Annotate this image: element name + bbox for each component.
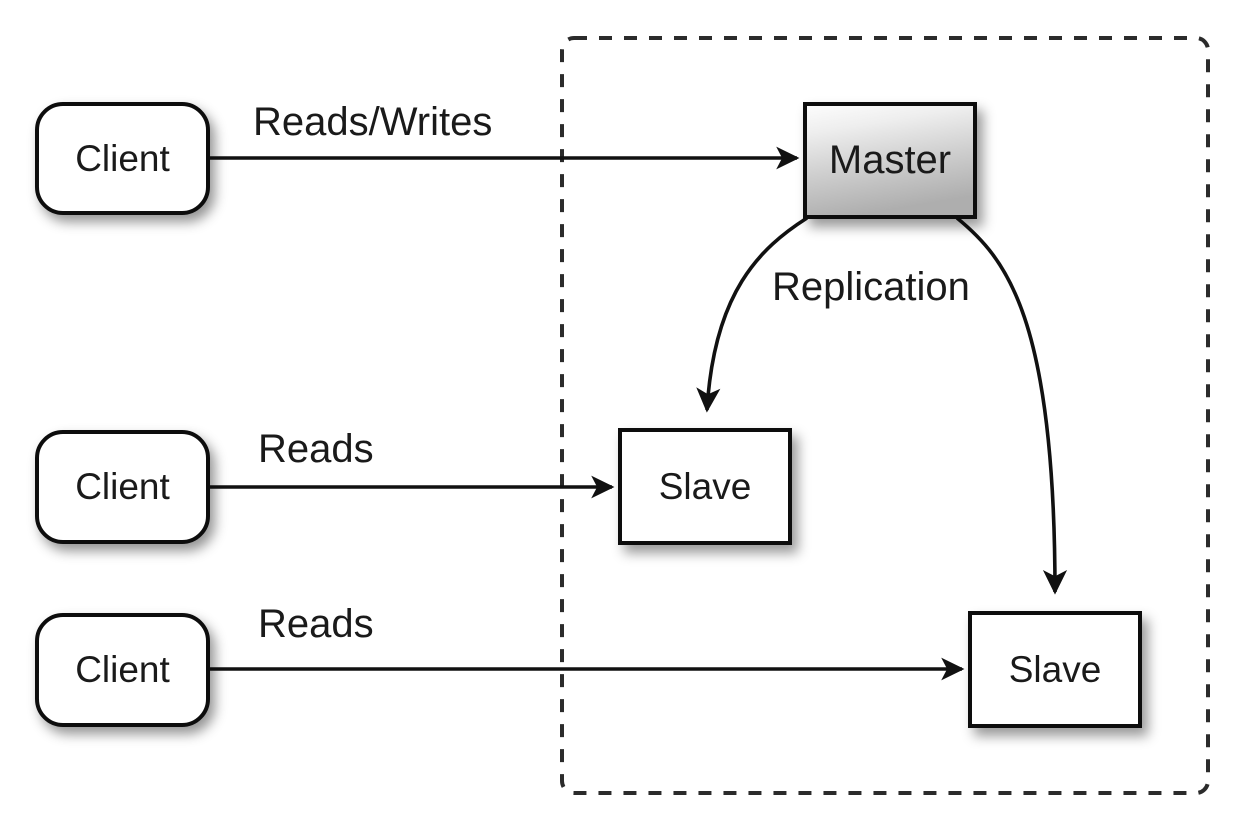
node-client-top[interactable] [35,102,210,215]
edge-master-to-slave-upper [696,216,808,413]
replication-boundary [560,36,1210,795]
node-slave-upper[interactable] [618,428,792,545]
edge-master-to-slave-lower [955,216,1068,595]
node-client-middle[interactable] [35,430,210,544]
node-slave-lower[interactable] [968,611,1142,728]
node-client-bottom[interactable] [35,613,210,727]
node-master[interactable] [803,102,977,219]
